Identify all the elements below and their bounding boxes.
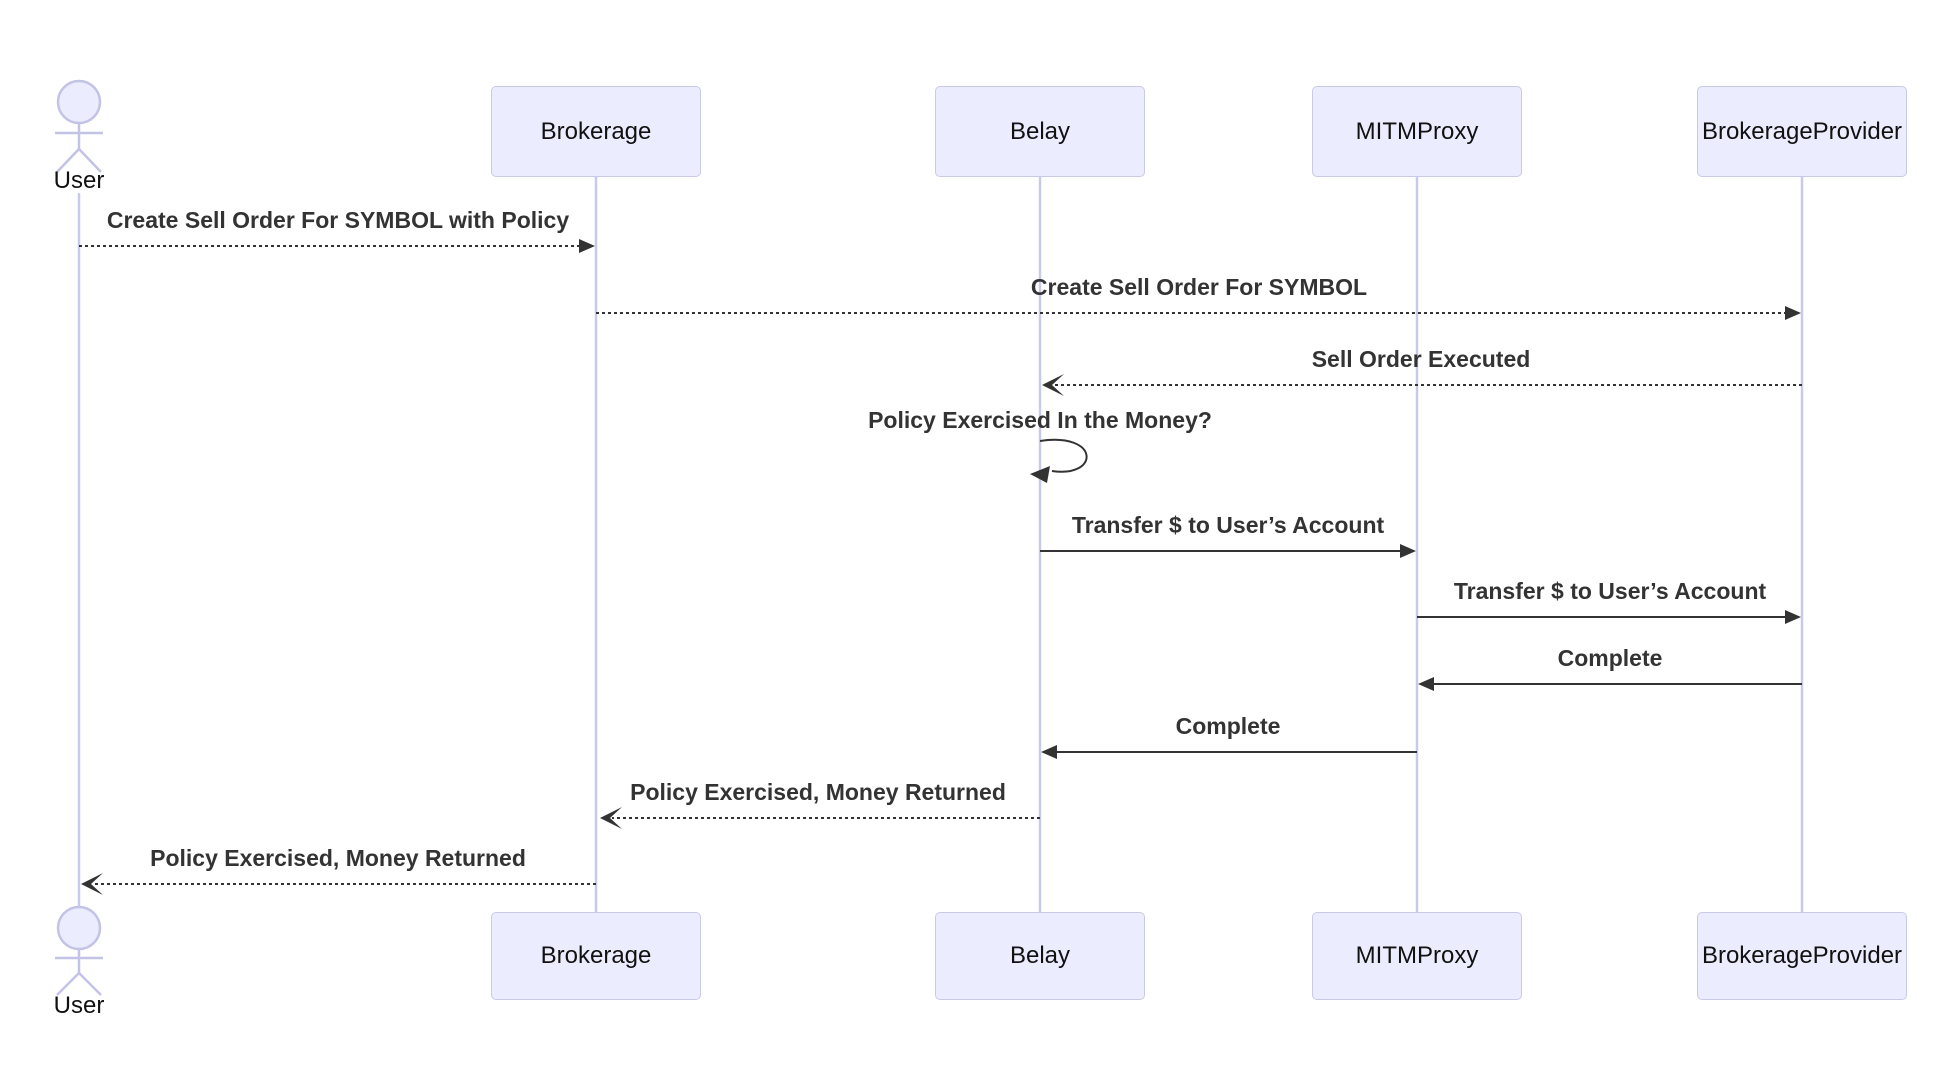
arrowhead-right-icon	[1400, 544, 1416, 558]
participant-label: BrokerageProvider	[1701, 942, 1903, 969]
participant-label: Brokerage	[540, 117, 652, 145]
arrowhead-left-icon	[1030, 466, 1050, 483]
arrowhead-left-icon	[1418, 677, 1434, 691]
actor-leg-right	[78, 148, 102, 173]
participant-label: BrokerageProvider	[1701, 117, 1903, 145]
arrowhead-right-icon	[579, 239, 595, 253]
participant-top-brokerage: Brokerage	[491, 86, 701, 177]
participant-bottom-mitmproxy: MITMProxy	[1312, 912, 1522, 1000]
participant-label: MITMProxy	[1355, 942, 1479, 969]
participant-bottom-brokerage: Brokerage	[491, 912, 701, 1000]
user-actor-figure-top	[55, 79, 103, 173]
arrowhead-left-icon	[1042, 374, 1064, 396]
user-actor-figure-bottom	[55, 905, 103, 996]
message-selfloop-3	[1039, 438, 1088, 473]
message-label-transfer-to-user-account-2: Transfer $ to User’s Account	[1453, 578, 1767, 604]
message-label-transfer-to-user-account-1: Transfer $ to User’s Account	[1071, 512, 1385, 538]
actor-head-icon	[56, 79, 102, 125]
arrowhead-left-icon	[81, 873, 103, 895]
message-label-complete-2: Complete	[1175, 713, 1281, 739]
participant-bottom-belay: Belay	[935, 912, 1145, 1000]
message-label-sell-order-executed: Sell Order Executed	[1311, 346, 1531, 372]
participant-label: Brokerage	[540, 942, 652, 969]
actor-leg-left	[56, 972, 80, 996]
participant-label: MITMProxy	[1355, 117, 1479, 145]
actor-head-icon	[56, 905, 102, 951]
arrowhead-left-icon	[600, 807, 622, 829]
arrowhead-right-icon	[1785, 306, 1801, 320]
actor-leg-right	[78, 972, 102, 996]
arrowhead-left-icon	[1041, 745, 1057, 759]
participant-top-mitmproxy: MITMProxy	[1312, 86, 1522, 177]
participant-label: Belay	[1009, 942, 1071, 969]
actor-leg-left	[56, 148, 80, 173]
user-actor-label-bottom: User	[53, 992, 105, 1019]
message-label-policy-exercised-money-returned-2: Policy Exercised, Money Returned	[150, 845, 526, 871]
participant-top-brokerageprovider: BrokerageProvider	[1697, 86, 1907, 177]
participant-bottom-brokerageprovider: BrokerageProvider	[1697, 912, 1907, 1000]
user-actor-label-top: User	[53, 167, 105, 194]
participant-label: Belay	[1009, 117, 1071, 145]
message-label-create-sell-order: Create Sell Order For SYMBOL	[1030, 274, 1368, 300]
participant-top-belay: Belay	[935, 86, 1145, 177]
arrowhead-right-icon	[1785, 610, 1801, 624]
message-label-create-sell-order-with-policy: Create Sell Order For SYMBOL with Policy	[106, 207, 570, 233]
message-label-policy-exercised-in-the-money: Policy Exercised In the Money?	[868, 407, 1212, 433]
message-label-complete-1: Complete	[1557, 645, 1663, 671]
message-label-policy-exercised-money-returned-1: Policy Exercised, Money Returned	[630, 779, 1006, 805]
